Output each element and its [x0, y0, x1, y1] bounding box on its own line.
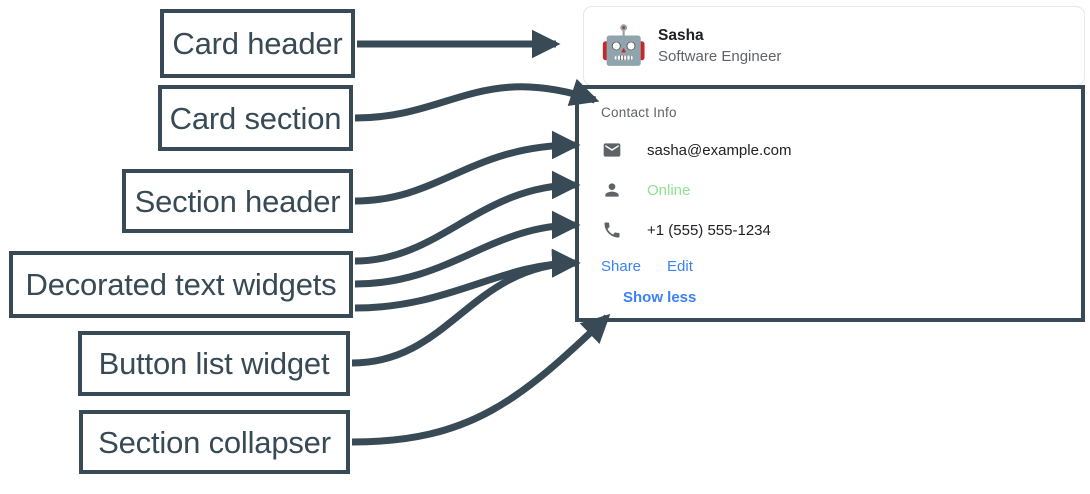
card-header: 🤖 Sasha Software Engineer: [583, 6, 1085, 86]
annotation-label: Card header: [172, 26, 343, 61]
robot-avatar-icon: 🤖: [600, 25, 648, 67]
annotation-label: Card section: [169, 100, 342, 136]
annotation-label: Button list widget: [98, 346, 330, 381]
arrow-button-list: [351, 249, 581, 367]
arrow-decorated-text-2: [354, 210, 581, 288]
person-icon: [601, 179, 623, 201]
arrow-card-section: [354, 78, 600, 122]
section-header: Contact Info: [601, 105, 677, 120]
decorated-text-widget-email: sasha@example.com: [601, 139, 1081, 161]
card-section-content: Contact Info sasha@example.com Online: [579, 89, 1081, 307]
annotation-label: Section collapser: [98, 424, 331, 460]
card-header-text: Sasha Software Engineer: [658, 27, 781, 65]
arrow-section-collapser: [351, 313, 611, 446]
card-section: Contact Info sasha@example.com Online: [575, 85, 1085, 322]
card-header-title: Sasha: [658, 26, 704, 44]
arrow-decorated-text-1: [354, 170, 581, 265]
decorated-text-widget-phone: +1 (555) 555-1234: [601, 219, 1081, 241]
decorated-text-widget-status: Online: [601, 179, 1081, 201]
annotation-label: Decorated text widgets: [25, 267, 337, 302]
annotation-button-list-widget: Button list widget: [78, 331, 350, 396]
annotation-card-header: Card header: [160, 9, 355, 78]
annotation-label: Section header: [134, 183, 341, 219]
annotation-card-section: Card section: [158, 85, 353, 151]
phone-icon: [601, 219, 623, 241]
button-list-widget: Share Edit: [588, 259, 1081, 274]
status-value: Online: [647, 181, 691, 199]
email-value: sasha@example.com: [647, 141, 792, 159]
edit-button[interactable]: Edit: [654, 259, 706, 274]
email-icon: [601, 139, 623, 161]
section-collapser-button[interactable]: Show less: [623, 289, 697, 306]
annotation-section-header: Section header: [122, 169, 353, 233]
annotation-section-collapser: Section collapser: [79, 410, 350, 474]
phone-value: +1 (555) 555-1234: [647, 221, 771, 239]
annotation-decorated-text-widgets: Decorated text widgets: [9, 251, 353, 318]
arrow-section-header: [354, 130, 581, 205]
card-header-subtitle: Software Engineer: [658, 47, 782, 65]
share-button[interactable]: Share: [588, 259, 654, 274]
